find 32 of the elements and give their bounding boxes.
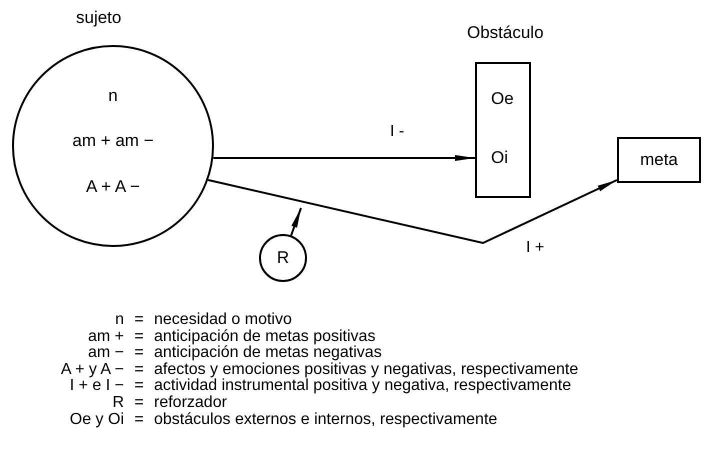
- equals-sign: =: [134, 394, 144, 412]
- equals-sign: =: [134, 378, 144, 395]
- symbol-text: Oe y Oi: [70, 412, 124, 428]
- symbol-text: I + e I −: [70, 378, 124, 395]
- symbol-text: n: [115, 312, 124, 329]
- equals-sign: =: [134, 362, 144, 378]
- definition-text: necesidad o motivo: [154, 312, 293, 329]
- pointer-arrow: [290, 208, 302, 236]
- definition-text: afectos y emociones positivas y negativas, respectivamente: [154, 362, 578, 378]
- node-heading: sujeto: [76, 7, 122, 29]
- equals-sign: =: [134, 412, 144, 428]
- equals-sign: =: [134, 312, 144, 329]
- definition-text: obstáculos externos e internos, respectivamente: [154, 412, 498, 428]
- symbol-text: n: [108, 84, 118, 107]
- arrow: [208, 179, 618, 244]
- symbol-text: am +: [88, 328, 124, 346]
- definition-text: actividad instrumental positiva y negativa, respectivamente: [154, 378, 572, 395]
- node-heading: Obstáculo: [467, 22, 544, 44]
- symbol-text: Oi: [491, 147, 509, 169]
- equals-sign: =: [134, 328, 144, 346]
- symbol-text: A + A −: [86, 176, 140, 198]
- definition-text: anticipación de metas positivas: [154, 328, 376, 345]
- goal-box: meta: [617, 137, 701, 183]
- symbol-text: Oe: [491, 88, 515, 110]
- symbol-text: am −: [88, 345, 124, 362]
- definition-text: anticipación de metas negativas: [154, 345, 383, 362]
- equals-sign: =: [134, 345, 144, 362]
- arrow: [213, 155, 475, 161]
- symbol-text: am + am −: [72, 130, 154, 152]
- symbol-text: A + y A −: [60, 362, 124, 378]
- definition-text: reforzador: [154, 394, 228, 412]
- symbol-text: R: [112, 394, 124, 412]
